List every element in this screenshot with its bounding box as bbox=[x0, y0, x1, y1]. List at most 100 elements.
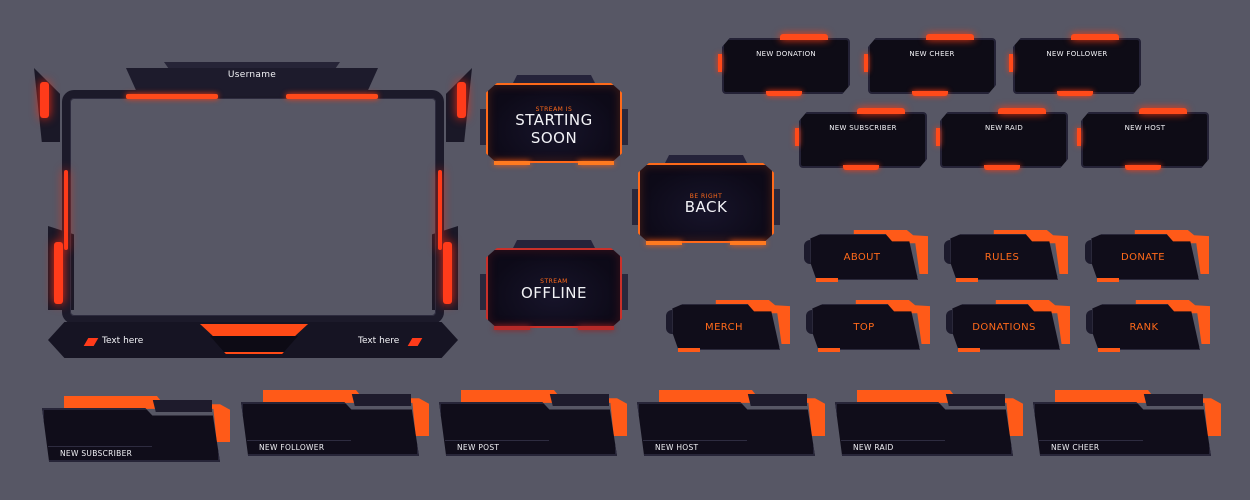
webcam-frame: Username Text here Text here bbox=[34, 60, 472, 358]
banner-new-host: NEW HOST bbox=[637, 386, 827, 458]
alert-label: NEW RAID bbox=[984, 124, 1024, 132]
screen-subtitle: BE RIGHT bbox=[689, 193, 723, 200]
screen-side bbox=[772, 189, 780, 225]
glow-accent bbox=[843, 165, 879, 170]
panel-top[interactable]: TOP bbox=[804, 296, 930, 354]
screen-title: OFFLINE bbox=[520, 284, 588, 302]
screen-panel bbox=[638, 163, 774, 243]
panel-body bbox=[1092, 304, 1200, 350]
banner-label: NEW HOST bbox=[655, 443, 699, 452]
glow-accent bbox=[646, 241, 766, 245]
frame-text-right: Text here bbox=[358, 336, 400, 346]
glow-accent bbox=[936, 128, 940, 146]
screen-title-line1: STARTING bbox=[515, 111, 593, 129]
panel-merch[interactable]: MERCH bbox=[664, 296, 790, 354]
panel-body bbox=[952, 304, 1060, 350]
glow-accent bbox=[1125, 165, 1161, 170]
webcam-opening bbox=[62, 90, 444, 324]
panel-donations[interactable]: DONATIONS bbox=[944, 296, 1070, 354]
panel-body bbox=[810, 234, 918, 280]
glow-accent bbox=[912, 91, 948, 96]
glow-accent bbox=[1097, 278, 1119, 282]
banner-label: NEW CHEER bbox=[1051, 443, 1100, 452]
starting-soon-screen: STREAM IS STARTING SOON bbox=[480, 75, 628, 169]
alert-body bbox=[940, 112, 1068, 168]
banner-label: NEW RAID bbox=[853, 443, 894, 452]
panel-label: RANK bbox=[1129, 322, 1159, 333]
glow-accent bbox=[857, 108, 905, 114]
banner-new-post: NEW POST bbox=[439, 386, 629, 458]
screen-side bbox=[480, 274, 488, 310]
offline-screen: STREAM OFFLINE bbox=[480, 240, 628, 334]
alert-label: NEW DONATION bbox=[756, 50, 816, 58]
glow-accent bbox=[926, 34, 974, 40]
alert-label: NEW HOST bbox=[1124, 124, 1166, 132]
banner-label-bar bbox=[247, 440, 351, 454]
screen-side bbox=[620, 109, 628, 145]
panel-label: TOP bbox=[853, 322, 875, 333]
banner-label: NEW FOLLOWER bbox=[259, 443, 325, 452]
banner-label-bar bbox=[445, 440, 549, 454]
screen-subtitle: STREAM bbox=[540, 278, 568, 285]
glow-accent bbox=[958, 348, 980, 352]
panel-donate[interactable]: DONATE bbox=[1083, 226, 1209, 284]
alert-body bbox=[868, 38, 996, 94]
panel-label: DONATIONS bbox=[972, 322, 1036, 333]
banner-label-bar bbox=[643, 440, 747, 454]
panel-rules[interactable]: RULES bbox=[942, 226, 1068, 284]
glow-accent bbox=[40, 82, 49, 118]
glow-accent bbox=[54, 242, 63, 304]
panel-label: MERCH bbox=[705, 322, 743, 333]
alert-label: NEW CHEER bbox=[909, 50, 955, 58]
alert-body bbox=[722, 38, 850, 94]
panel-label: RULES bbox=[984, 252, 1020, 263]
screen-side bbox=[632, 189, 640, 225]
screen-subtitle: STREAM IS bbox=[535, 106, 573, 113]
username-label: Username bbox=[227, 70, 277, 80]
alert-new-cheer: NEW CHEER bbox=[864, 34, 996, 96]
banner-new-follower: NEW FOLLOWER bbox=[241, 386, 431, 458]
banner-new-subscriber: NEW SUBSCRIBER bbox=[42, 392, 232, 464]
glow-accent bbox=[64, 170, 68, 250]
banner-label-bar bbox=[1039, 440, 1143, 454]
banner-label: NEW POST bbox=[457, 443, 500, 452]
glow-accent bbox=[494, 161, 614, 165]
panel-rank[interactable]: RANK bbox=[1084, 296, 1210, 354]
banner-body bbox=[1033, 402, 1211, 456]
screen-title-line2: SOON bbox=[530, 129, 578, 147]
screen-side bbox=[480, 109, 488, 145]
panel-about[interactable]: ABOUT bbox=[802, 226, 928, 284]
glow-accent bbox=[1071, 34, 1119, 40]
alert-new-raid: NEW RAID bbox=[936, 108, 1068, 170]
panel-body bbox=[1091, 234, 1199, 280]
banner-label-bar bbox=[841, 440, 945, 454]
glow-accent bbox=[1009, 54, 1013, 72]
glow-accent bbox=[1098, 348, 1120, 352]
banner-back bbox=[747, 394, 807, 406]
panel-label: DONATE bbox=[1121, 252, 1165, 263]
glow-accent bbox=[1057, 91, 1093, 96]
frame-bottom-center bbox=[210, 336, 298, 354]
alert-new-subscriber: NEW SUBSCRIBER bbox=[795, 108, 927, 170]
alert-new-donation: NEW DONATION bbox=[718, 34, 850, 96]
alert-body bbox=[1081, 112, 1209, 168]
banner-back bbox=[945, 394, 1005, 406]
glow-accent bbox=[766, 91, 802, 96]
screen-panel bbox=[486, 83, 622, 163]
screen-panel bbox=[486, 248, 622, 328]
screen-side bbox=[620, 274, 628, 310]
alert-label: NEW SUBSCRIBER bbox=[829, 124, 897, 132]
banner-label-bar bbox=[48, 446, 152, 460]
banner-back bbox=[1143, 394, 1203, 406]
frame-text-left: Text here bbox=[102, 336, 144, 346]
glow-accent bbox=[443, 242, 452, 304]
banner-back bbox=[351, 394, 411, 406]
glow-accent bbox=[984, 165, 1020, 170]
panel-label: ABOUT bbox=[843, 252, 881, 263]
screen-cap bbox=[512, 75, 596, 85]
frame-top-cap bbox=[164, 62, 340, 72]
glow-accent bbox=[864, 54, 868, 72]
screen-title: BACK bbox=[684, 198, 728, 216]
glow-accent bbox=[780, 34, 828, 40]
banner-new-cheer: NEW CHEER bbox=[1033, 386, 1223, 458]
